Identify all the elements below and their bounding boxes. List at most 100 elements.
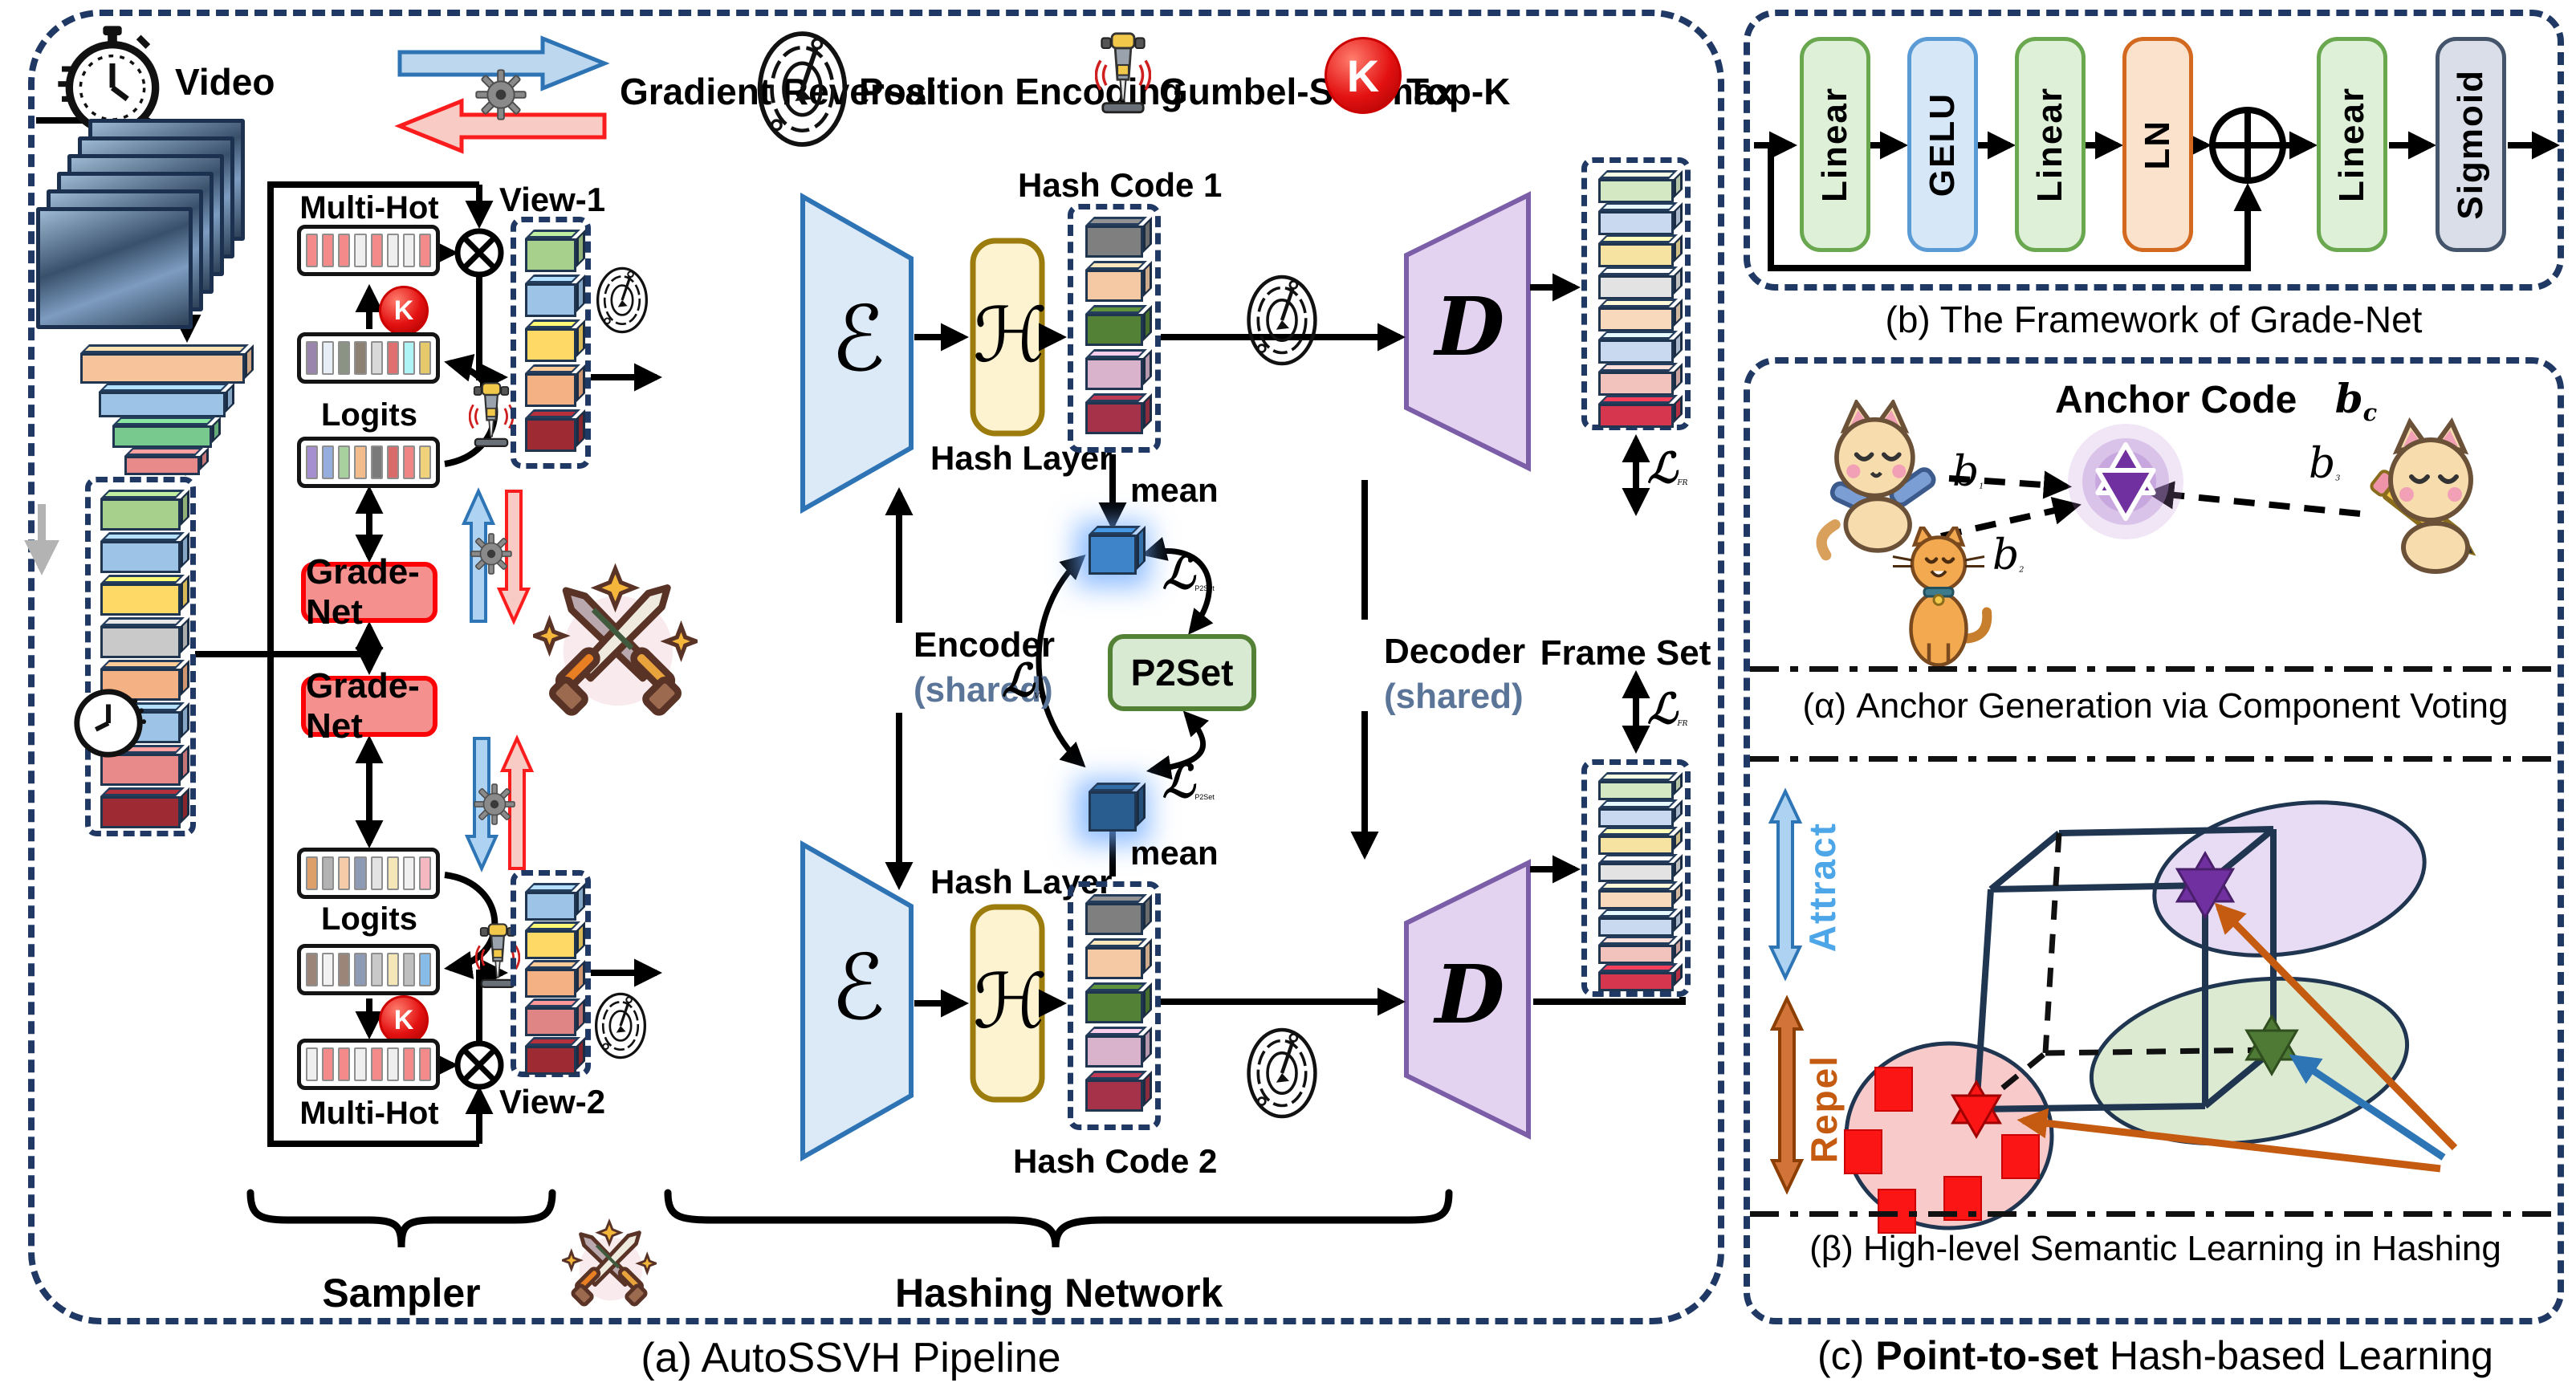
position-encoding-icon xyxy=(1246,1016,1318,1130)
bar-cell xyxy=(306,445,319,479)
stack-cube xyxy=(1598,179,1674,203)
stack-cube xyxy=(100,541,181,573)
multiply-node-2 xyxy=(454,1040,504,1090)
repel-label: Repel xyxy=(1803,1029,1845,1190)
caption-c-prefix: (c) xyxy=(1817,1333,1876,1378)
loss-sub: FR xyxy=(1677,478,1688,487)
bar-cell xyxy=(354,445,367,479)
bar-cell xyxy=(306,234,319,267)
position-encoding-icon xyxy=(756,29,848,149)
anchor-code-title: Anchor Code bc xyxy=(2055,377,2377,425)
bar-cell xyxy=(418,953,431,986)
view1-mean-code-cube xyxy=(1089,535,1137,575)
decoder-2-shape xyxy=(1404,859,1531,1140)
legend-video-label: Video xyxy=(175,61,275,103)
encoder-shared-label: Encoder xyxy=(914,625,1056,665)
p2set-label: P2Set xyxy=(1130,652,1234,693)
stack-cube xyxy=(1598,404,1674,428)
bar-cell xyxy=(306,856,319,890)
decoder-1-shape xyxy=(1404,191,1531,472)
logits-label-2: Logits xyxy=(321,901,417,937)
gradient-reversal-gear-icon xyxy=(474,783,515,825)
top-k-icon: K xyxy=(379,995,429,1045)
mean-label-1: mean xyxy=(1130,471,1219,509)
stack-cube xyxy=(1085,947,1143,979)
frame-set-1-stack xyxy=(1587,163,1685,428)
loss-sub: FR xyxy=(1677,719,1688,728)
hash-layer-1-glyph: ℋ xyxy=(973,292,1048,380)
multi-hot-label-1: Multi-Hot xyxy=(299,190,439,226)
bar-cell xyxy=(338,856,351,890)
bar-cell xyxy=(402,856,415,890)
bar-cell xyxy=(370,1047,383,1081)
stack-cube xyxy=(1598,836,1674,855)
bar-cell xyxy=(338,953,351,986)
beta-caption: (β) High-level Semantic Learning in Hash… xyxy=(1809,1229,2501,1268)
top-k-icon: K xyxy=(379,286,429,336)
decoder-shared-sub: (shared) xyxy=(1384,677,1524,716)
hash-layer-label-2: Hash Layer xyxy=(930,863,1113,901)
encoder-shared-sub: (shared) xyxy=(914,670,1053,710)
stack-cube xyxy=(1598,275,1674,299)
b-sub: 1 xyxy=(1979,482,1984,491)
frame-set-2-box xyxy=(1581,759,1691,997)
bar-cell xyxy=(370,856,383,890)
bar-cell xyxy=(402,234,415,267)
sampled-logits-bar-2 xyxy=(297,944,440,995)
b2-label: b2 xyxy=(1992,533,2024,578)
bar-cell xyxy=(306,1047,319,1081)
bar-cell xyxy=(322,953,335,986)
b-var: b xyxy=(1992,531,2020,580)
bar-cell xyxy=(338,234,351,267)
hash-layer-2-glyph: ℋ xyxy=(973,958,1048,1046)
bar-cell xyxy=(402,341,415,375)
bar-cell xyxy=(306,341,319,375)
view-1-stack xyxy=(516,222,585,452)
loss-symbol: ℒ xyxy=(1647,685,1678,734)
bar-cell xyxy=(306,953,319,986)
bar-cell xyxy=(370,445,383,479)
bar-cell xyxy=(354,1047,367,1081)
stack-cube xyxy=(525,1007,576,1036)
multiply-node-1 xyxy=(454,228,504,278)
stack-cube xyxy=(1598,917,1674,937)
encoder-2-glyph: ℰ xyxy=(831,936,885,1040)
bar-cell xyxy=(338,341,351,375)
hash-layer-label-1: Hash Layer xyxy=(930,439,1113,477)
stack-cube xyxy=(112,425,212,448)
bar-cell xyxy=(354,234,367,267)
stack-cube xyxy=(1085,226,1143,258)
stack-cube xyxy=(100,796,181,828)
voting-arrows xyxy=(1940,470,2361,539)
hash-code-1-label: Hash Code 1 xyxy=(1018,166,1223,204)
stack-cube xyxy=(1598,890,1674,909)
block-label: Linear xyxy=(2030,86,2069,203)
attract-arrow xyxy=(1768,787,1803,982)
legend-forward-arrow xyxy=(397,35,610,92)
panel-c-caption: (c) Point-to-set Hash-based Learning xyxy=(1750,1334,2561,1377)
hash-code-2-box xyxy=(1068,881,1161,1130)
loss-symbol: ℒ xyxy=(1647,444,1678,493)
multi-hot-bar-1 xyxy=(297,225,440,276)
alpha-caption: (α) Anchor Generation via Component Voti… xyxy=(1802,686,2509,726)
grade-net-label: Grade-Net xyxy=(306,666,420,746)
bar-cell xyxy=(386,445,399,479)
beta-divider xyxy=(1750,1211,2558,1217)
bar-cell xyxy=(402,1047,415,1081)
stack-cube xyxy=(525,1046,576,1075)
bar-cell xyxy=(418,341,431,375)
stack-cube xyxy=(100,626,181,658)
bar-cell xyxy=(418,856,431,890)
loss-vc-label: ℒVC xyxy=(1002,657,1045,705)
bar-cell xyxy=(338,445,351,479)
loss-p2set-label-1: ℒP2Set xyxy=(1162,549,1215,597)
block-label: Sigmoid xyxy=(2451,69,2490,220)
decoder-2-glyph: D xyxy=(1435,947,1505,1042)
block-label: GELU xyxy=(1923,92,1962,197)
video-frames-illustration xyxy=(36,119,261,340)
bar-cell xyxy=(322,445,335,479)
bar-cell xyxy=(322,234,335,267)
gradenet-block-sigmoid: Sigmoid xyxy=(2436,37,2506,252)
stack-cube xyxy=(1085,1035,1143,1068)
block-label: Linear xyxy=(2332,86,2371,203)
